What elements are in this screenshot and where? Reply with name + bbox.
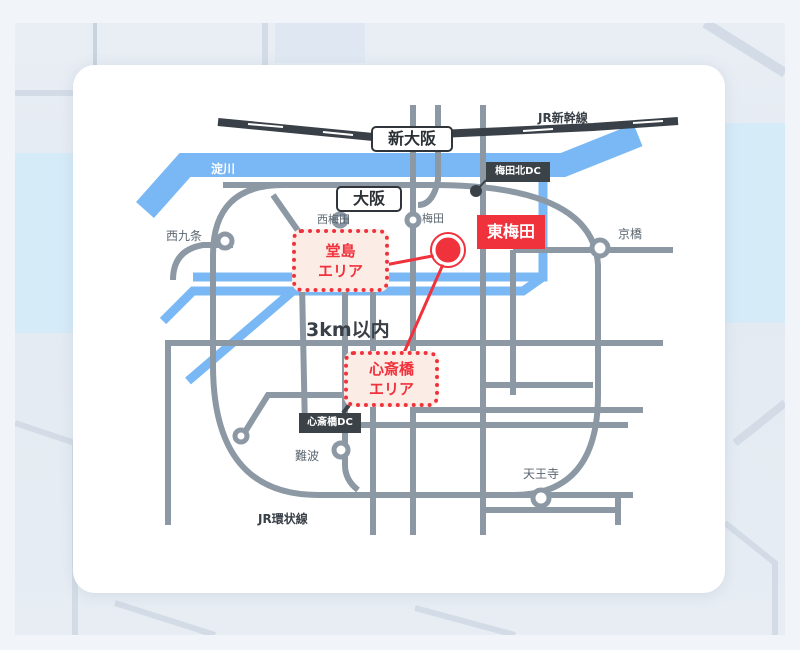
shinkansen-label: JR新幹線 [538,111,588,125]
access-map-card: JR新幹線 新大阪 淀川 大阪 梅田北DC 西梅田 梅田 西九条 京橋 難波 天… [73,65,725,593]
station-label-umeda: 梅田 [422,212,444,225]
loop-line-label: JR環状線 [258,512,308,526]
area-shinsaibashi[interactable]: 心斎橋 エリア [344,351,439,407]
area-shinsaibashi-name: 心斎橋 [368,360,414,378]
station-label-kyobashi: 京橋 [618,227,643,241]
dc-shinsaibashi[interactable]: 心斎橋DC [299,413,361,433]
station-label-nishikujo: 西九条 [166,229,203,243]
area-shinsaibashi-suffix: エリア [368,380,414,398]
area-dojima-suffix: エリア [317,261,363,280]
dc-umeda-kita[interactable]: 梅田北DC [486,162,550,182]
station-label-tennoji: 天王寺 [523,467,560,481]
river-label: 淀川 [211,162,236,176]
station-label-namba: 難波 [295,449,320,463]
station-label-nishi-umeda: 西梅田 [317,213,350,226]
station-osaka[interactable]: 大阪 [336,186,402,212]
area-dojima[interactable]: 堂島 エリア [292,229,389,292]
hub-higashi-umeda[interactable]: 東梅田 [477,215,545,249]
station-shin-osaka[interactable]: 新大阪 [371,126,453,152]
area-dojima-name: 堂島 [325,241,356,260]
radius-label: 3km以内 [306,319,390,341]
